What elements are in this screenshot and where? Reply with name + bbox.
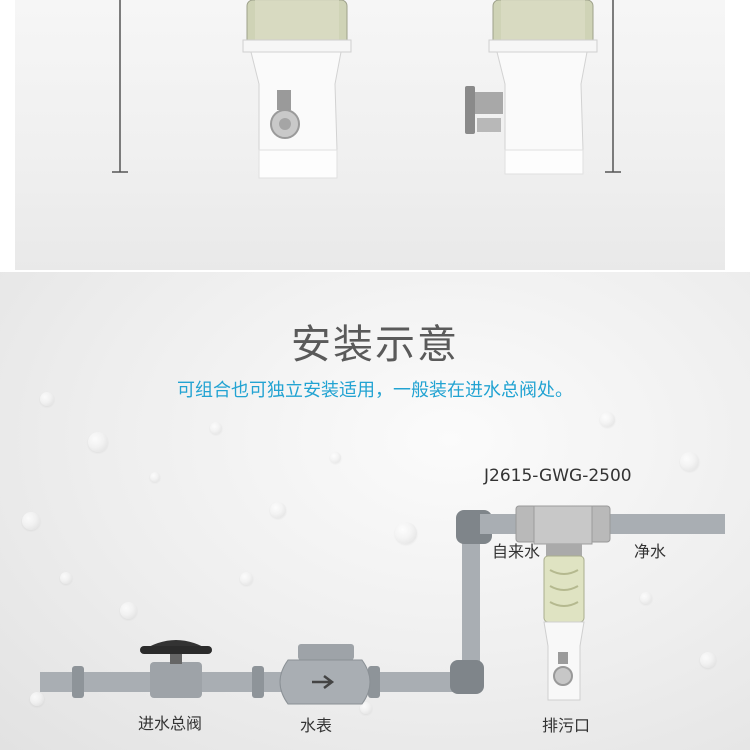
pipe-coupling [368, 666, 380, 698]
water-meter [279, 644, 371, 705]
filter-side-view [465, 0, 598, 175]
water-drop [88, 432, 108, 452]
pipe-coupling [72, 666, 84, 698]
model-number: J2615-GWG-2500 [484, 466, 632, 486]
pipe-upper-inlet [480, 514, 518, 534]
section-title: 安装示意 [291, 322, 459, 368]
pipe-riser [462, 528, 480, 684]
filter-front-view [242, 0, 352, 179]
water-drop [680, 452, 699, 471]
meter-label: 水表 [300, 716, 333, 735]
product-front-side-views [112, 0, 621, 179]
water-drop [360, 702, 372, 714]
water-drop [240, 572, 253, 585]
water-drop [700, 652, 716, 668]
pipe-lower-run [40, 672, 460, 692]
outlet-label: 净水 [634, 542, 667, 561]
inlet-label: 自来水 [492, 542, 541, 561]
water-drop [210, 422, 222, 434]
water-drop [120, 602, 137, 619]
section-subtitle: 可组合也可独立安装适用，一般装在进水总阀处。 [177, 380, 573, 401]
main-valve-label: 进水总阀 [138, 714, 203, 733]
water-drop [600, 412, 615, 427]
filter-unit [515, 505, 611, 701]
pipe-elbow-lower [450, 660, 484, 694]
water-drop [330, 452, 341, 463]
product-views-panel [15, 0, 725, 270]
water-drop [395, 522, 417, 544]
pipe-upper-outlet [610, 514, 725, 534]
water-drop [150, 472, 160, 482]
water-drop [40, 392, 54, 406]
water-drop [640, 592, 652, 604]
water-drop [60, 572, 72, 584]
main-valve [140, 640, 212, 698]
water-drop [270, 502, 286, 518]
water-drop [30, 692, 44, 706]
water-drop [22, 512, 40, 530]
drain-label: 排污口 [542, 716, 591, 735]
pipe-coupling [252, 666, 264, 698]
